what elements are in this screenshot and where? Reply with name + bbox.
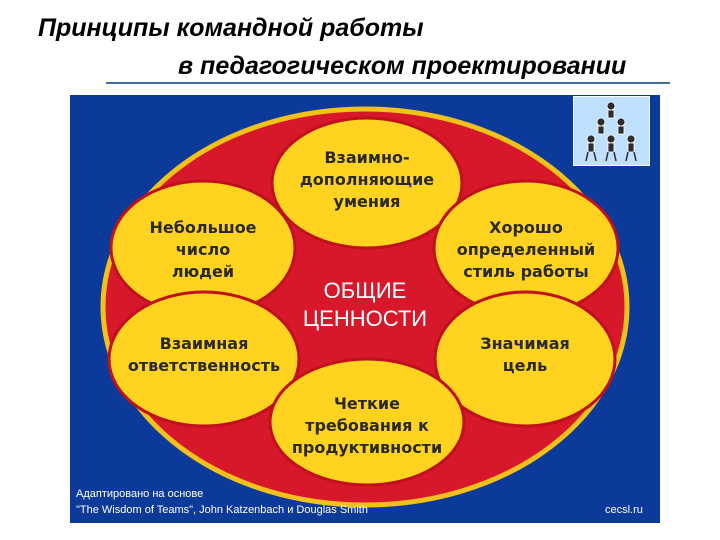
node-shape-bottom-right: [433, 290, 617, 428]
node-shape-top: [270, 116, 464, 250]
node-top: Взаимно- дополняющие умения: [299, 148, 435, 211]
title-underline: [106, 82, 670, 84]
node-bottom: Четкие требования к продуктивности: [291, 394, 443, 457]
node-shape-bottom-left: [107, 290, 301, 428]
team-pyramid-drawing: [585, 101, 637, 162]
node-bottom-right: Значимая цель: [480, 334, 570, 375]
source-line2: "The Wisdom of Teams", John Katzenbach и…: [76, 504, 368, 516]
slide-title-line2: в педагогическом проектировании: [178, 52, 627, 80]
center-label: ОБЩИЕ ЦЕННОСТИ: [302, 278, 428, 331]
node-shape-bottom: [268, 357, 466, 487]
site-label: cecsl.ru: [605, 504, 643, 516]
diagram-panel: Взаимно- дополняющие умения Небольшое чи…: [70, 95, 660, 523]
node-top-left: Небольшое число людей: [149, 218, 257, 281]
node-bottom-left: Взаимная ответственность: [127, 334, 281, 375]
diagram-shapes: [100, 106, 630, 508]
slide-title-line1: Принципы командной работы: [38, 14, 424, 42]
node-top-right: Хорошо определенный стиль работы: [456, 218, 596, 281]
source-line1: Адаптировано на основе: [76, 488, 204, 500]
team-pyramid-icon: [573, 96, 650, 166]
